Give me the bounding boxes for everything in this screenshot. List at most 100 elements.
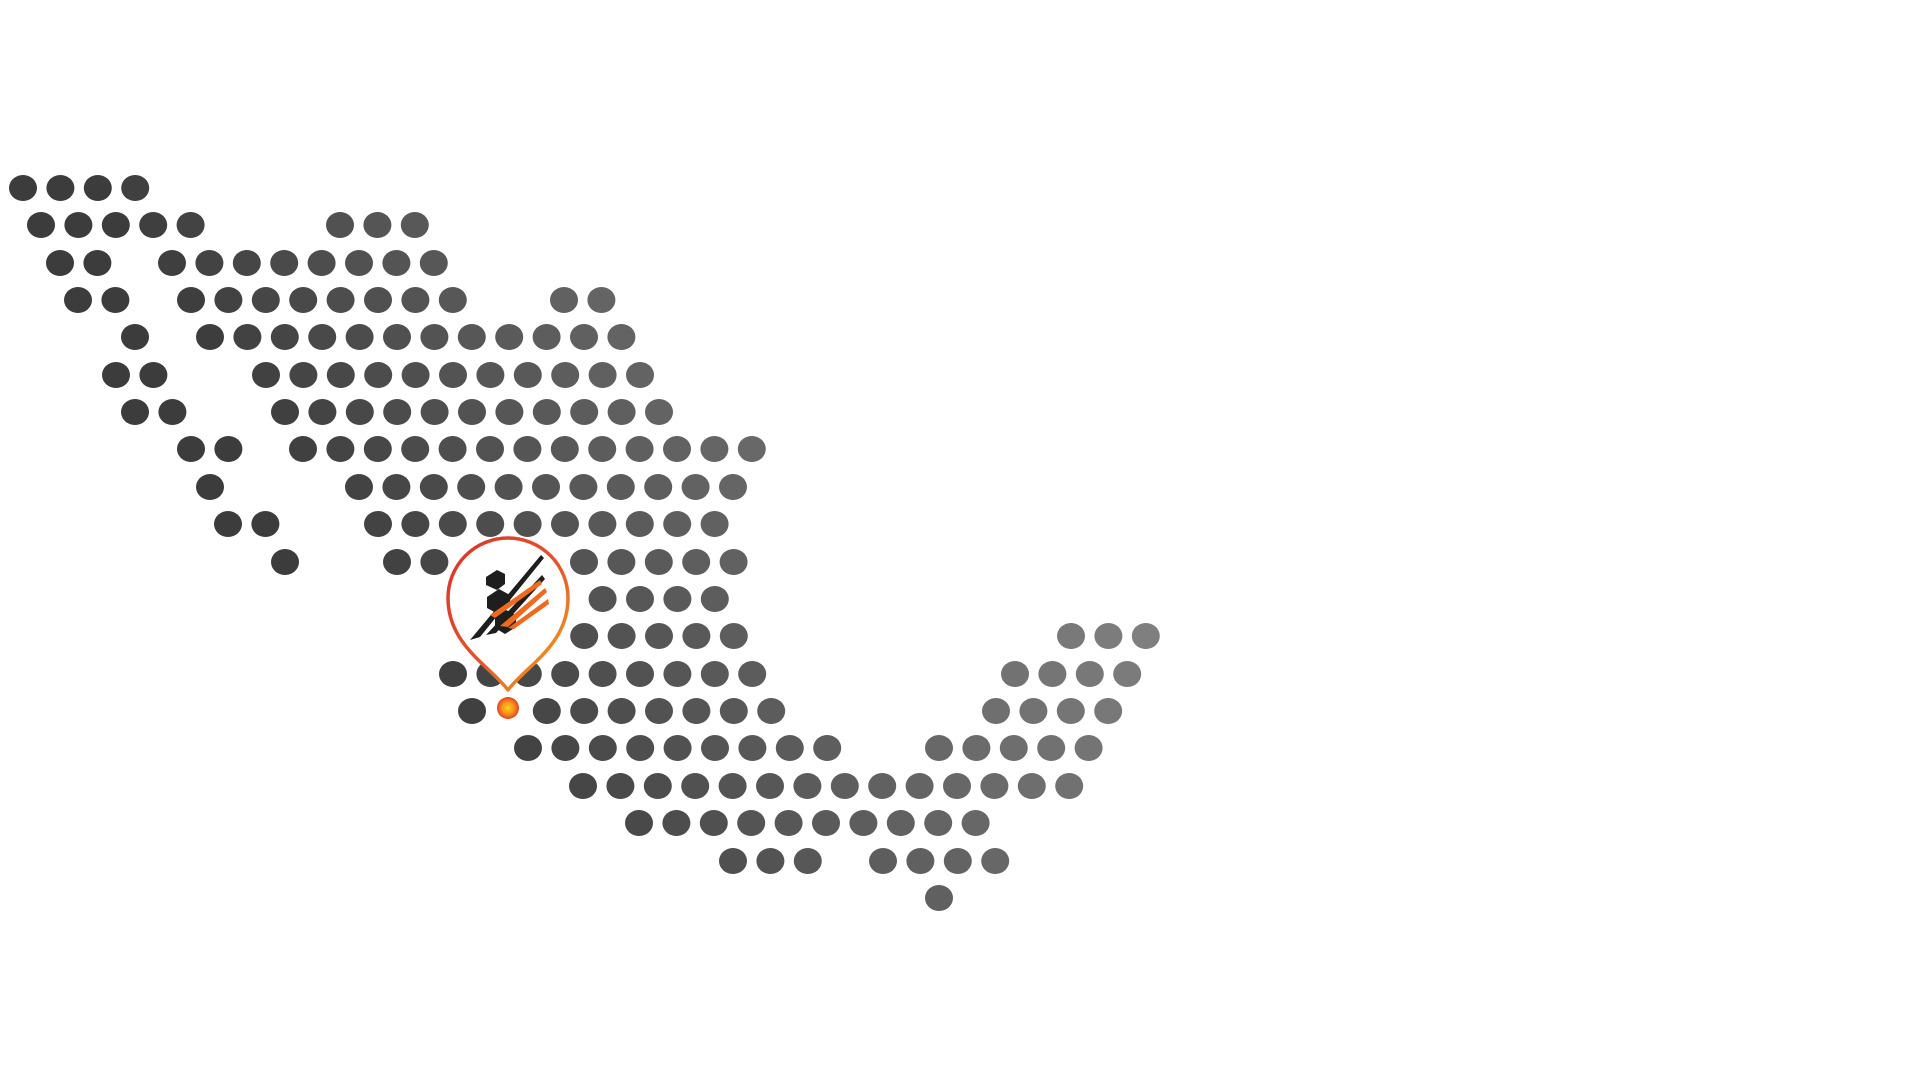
map-dot	[476, 511, 505, 537]
map-dot	[756, 773, 784, 799]
map-dot	[196, 474, 224, 500]
map-dot	[83, 250, 112, 276]
map-dot	[400, 212, 429, 238]
map-dot	[289, 362, 318, 388]
map-dot	[233, 324, 262, 350]
map-dot	[401, 287, 430, 313]
map-dot	[700, 436, 729, 462]
map-dot	[345, 474, 373, 500]
map-dot	[1131, 623, 1160, 649]
map-dot	[645, 399, 673, 425]
map-dot	[439, 661, 467, 687]
map-dot	[682, 549, 711, 575]
map-dot	[326, 362, 355, 388]
map-dot	[701, 735, 729, 761]
map-dot	[270, 250, 299, 276]
map-dot	[570, 698, 599, 724]
map-dot	[551, 661, 580, 687]
map-dot	[644, 474, 673, 500]
map-dot	[121, 324, 149, 350]
location-marker[interactable]	[446, 536, 570, 719]
map-dot	[700, 661, 729, 687]
map-dot	[195, 250, 224, 276]
map-dot	[569, 474, 598, 500]
map-dot	[924, 810, 953, 836]
map-dot	[101, 212, 130, 238]
map-dot	[606, 474, 635, 500]
map-dot	[214, 436, 243, 462]
map-dot	[46, 175, 75, 201]
map-dot	[326, 436, 355, 462]
map-dot	[663, 735, 692, 761]
map-dot	[551, 511, 579, 537]
map-dot	[550, 287, 578, 313]
map-dot	[943, 773, 971, 799]
map-dot	[662, 810, 691, 836]
map-dot	[27, 212, 55, 238]
map-dot	[64, 212, 93, 238]
map-dot	[663, 436, 691, 462]
map-dot	[719, 623, 748, 649]
map-dot	[719, 698, 748, 724]
map-dot	[793, 773, 822, 799]
map-dot	[64, 287, 92, 313]
map-dot	[738, 661, 767, 687]
map-dot	[700, 586, 729, 612]
map-dot	[982, 698, 1010, 724]
map-dot	[774, 810, 803, 836]
map-dot	[663, 511, 692, 537]
map-dot	[699, 810, 728, 836]
map-dot	[588, 586, 617, 612]
map-dot	[925, 735, 953, 761]
brand-logo-icon	[470, 555, 549, 640]
map-dot	[962, 735, 991, 761]
map-dot	[625, 810, 653, 836]
map-dot	[363, 212, 392, 238]
map-dot	[1001, 661, 1029, 687]
map-dot	[513, 436, 542, 462]
map-dot	[214, 511, 242, 537]
map-dot	[570, 399, 599, 425]
map-dot	[551, 735, 580, 761]
map-dot	[214, 287, 243, 313]
map-dot	[270, 324, 299, 350]
map-dot	[457, 474, 486, 500]
map-dot	[943, 848, 972, 874]
map-dot	[364, 511, 392, 537]
map-dot	[532, 324, 561, 350]
map-dot	[401, 362, 430, 388]
map-dot	[289, 436, 317, 462]
map-dot	[177, 287, 205, 313]
map-dot	[719, 474, 747, 500]
map-dot	[494, 474, 523, 500]
map-dot	[756, 848, 785, 874]
map-dot	[644, 549, 673, 575]
map-dot	[849, 810, 878, 836]
map-dot	[158, 399, 187, 425]
map-dot	[326, 212, 354, 238]
map-dot	[626, 586, 654, 612]
map-dot	[588, 436, 617, 462]
map-dot	[606, 773, 635, 799]
map-dot	[645, 623, 673, 649]
map-dot	[719, 848, 747, 874]
map-dot	[1057, 623, 1085, 649]
map-dot	[550, 436, 579, 462]
map-dot	[625, 511, 654, 537]
map-dot	[252, 362, 280, 388]
map-dot	[607, 698, 636, 724]
map-dot	[1037, 735, 1066, 761]
map-dot	[999, 735, 1028, 761]
map-dot	[906, 848, 935, 874]
map-dot	[363, 436, 392, 462]
map-dot	[700, 511, 729, 537]
map-dot	[326, 287, 355, 313]
map-dot	[420, 549, 449, 575]
map-dot	[682, 698, 711, 724]
map-dot	[793, 848, 822, 874]
map-dot	[532, 474, 560, 500]
map-dot	[607, 399, 636, 425]
map-dot	[102, 362, 130, 388]
map-dot	[345, 324, 374, 350]
map-dot	[177, 436, 205, 462]
